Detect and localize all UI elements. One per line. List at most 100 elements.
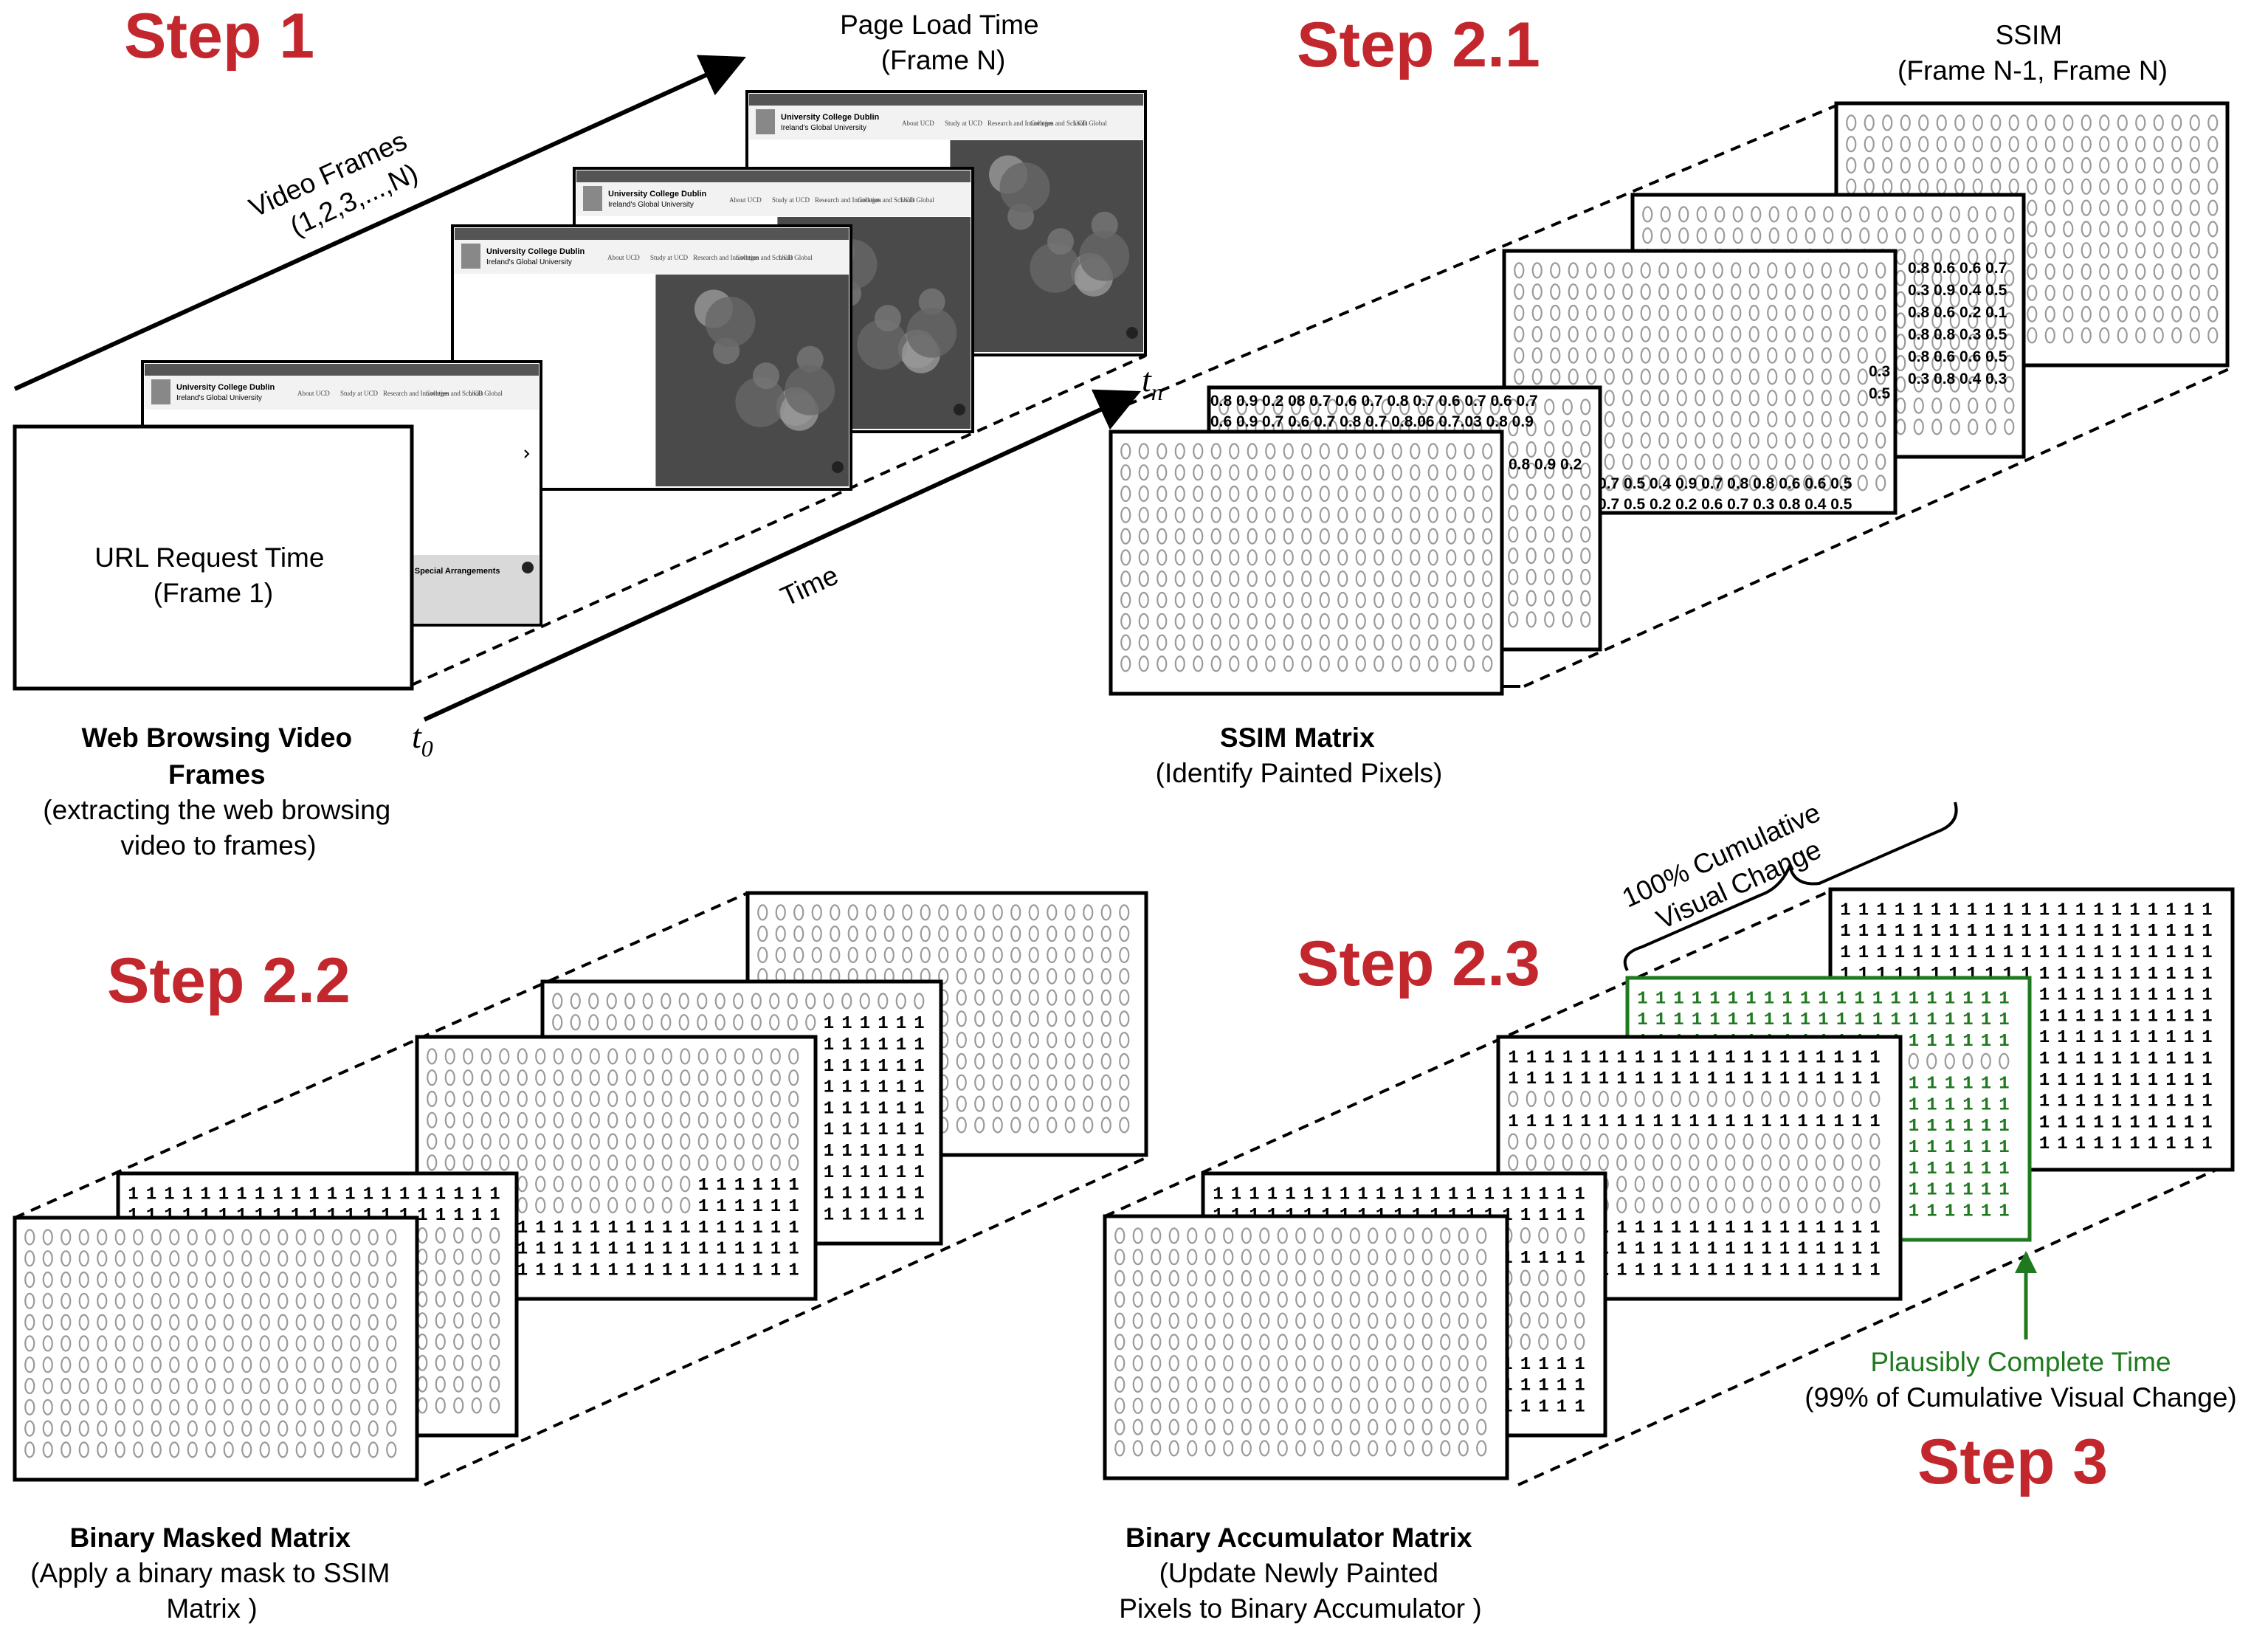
svg-text:1: 1 <box>1761 1261 1771 1280</box>
svg-text:1: 1 <box>1557 1397 1567 1417</box>
svg-text:1: 1 <box>1637 1010 1647 1030</box>
svg-text:1: 1 <box>1909 989 1919 1009</box>
svg-text:1: 1 <box>2184 986 2194 1006</box>
svg-text:1: 1 <box>1858 922 1869 942</box>
svg-text:1: 1 <box>1962 989 1973 1009</box>
svg-text:1: 1 <box>1876 943 1886 963</box>
svg-text:1: 1 <box>1779 1261 1790 1280</box>
svg-text:1: 1 <box>1999 1201 2009 1221</box>
svg-text:1: 1 <box>1743 1048 1754 1068</box>
svg-text:1: 1 <box>2148 965 2158 985</box>
svg-text:1: 1 <box>2184 1049 2194 1069</box>
svg-text:1: 1 <box>914 1057 924 1077</box>
svg-text:1: 1 <box>2184 1028 2194 1048</box>
video-frames-label: Video Frames (1,2,3,...,N) <box>244 122 432 254</box>
svg-text:1: 1 <box>1854 989 1864 1009</box>
svg-text:1: 1 <box>734 1176 745 1196</box>
cumulative-99-label: (99% of Cumulative Visual Change) <box>1805 1382 2236 1413</box>
svg-text:1: 1 <box>1945 1032 1955 1052</box>
svg-text:University College Dublin: University College Dublin <box>486 247 585 256</box>
svg-text:1: 1 <box>1728 1010 1738 1030</box>
svg-text:1: 1 <box>590 1218 600 1238</box>
svg-text:Study at UCD: Study at UCD <box>945 120 983 127</box>
svg-text:Colleges and Schools: Colleges and Schools <box>1030 120 1088 127</box>
svg-text:1: 1 <box>2093 965 2103 985</box>
svg-text:1: 1 <box>914 1163 924 1183</box>
svg-text:1: 1 <box>824 1035 834 1055</box>
ssim-value-row: 0.8 0.9 0.2 08 0.7 0.6 0.7 0.8 0.7 0.6 0… <box>1210 393 1538 410</box>
ssim-value-row: 0.5 <box>1869 385 1891 402</box>
svg-text:1: 1 <box>1671 1048 1681 1068</box>
svg-text:1: 1 <box>896 1142 906 1162</box>
svg-text:1: 1 <box>1797 1112 1807 1132</box>
svg-text:Ireland's Global University: Ireland's Global University <box>781 124 866 132</box>
svg-text:1: 1 <box>236 1185 247 1204</box>
svg-text:Research and Innovation: Research and Innovation <box>987 120 1054 127</box>
svg-text:1: 1 <box>2039 900 2050 920</box>
svg-text:1: 1 <box>680 1240 690 1260</box>
svg-text:1: 1 <box>1652 1218 1663 1238</box>
svg-text:1: 1 <box>2184 1134 2194 1154</box>
svg-text:1: 1 <box>1945 1095 1955 1115</box>
svg-text:1: 1 <box>1926 1095 1937 1115</box>
svg-text:1: 1 <box>1652 1240 1663 1260</box>
svg-text:1: 1 <box>1671 1218 1681 1238</box>
svg-text:1: 1 <box>1544 1048 1554 1068</box>
svg-text:1: 1 <box>1652 1048 1663 1068</box>
svg-text:1: 1 <box>1890 989 1900 1009</box>
svg-text:1: 1 <box>1816 1240 1826 1260</box>
svg-text:1: 1 <box>1818 989 1828 1009</box>
svg-text:1: 1 <box>1836 989 1847 1009</box>
svg-text:1: 1 <box>2093 922 2103 942</box>
svg-text:1: 1 <box>896 1099 906 1119</box>
svg-text:1: 1 <box>860 1078 870 1098</box>
url-request-frame <box>13 424 414 691</box>
svg-text:1: 1 <box>2003 943 2013 963</box>
svg-text:1: 1 <box>2148 1028 2158 1048</box>
svg-text:1: 1 <box>489 1206 500 1226</box>
svg-text:1: 1 <box>1574 1397 1585 1417</box>
svg-text:1: 1 <box>1725 1069 1735 1089</box>
svg-text:1: 1 <box>381 1185 391 1204</box>
svg-text:1: 1 <box>1707 1240 1717 1260</box>
svg-text:1: 1 <box>752 1176 762 1196</box>
svg-text:1: 1 <box>1538 1249 1548 1269</box>
svg-text:1: 1 <box>626 1240 636 1260</box>
svg-text:1: 1 <box>1909 1010 1919 1030</box>
svg-text:1: 1 <box>878 1014 888 1034</box>
svg-text:1: 1 <box>2129 900 2140 920</box>
svg-text:1: 1 <box>752 1261 762 1280</box>
svg-text:1: 1 <box>860 1014 870 1034</box>
svg-text:1: 1 <box>1981 1095 1991 1115</box>
svg-text:1: 1 <box>2165 1007 2176 1027</box>
svg-text:1: 1 <box>2075 965 2086 985</box>
svg-text:1: 1 <box>1876 922 1886 942</box>
svg-text:1: 1 <box>2148 900 2158 920</box>
svg-text:1: 1 <box>771 1176 781 1196</box>
svg-text:1: 1 <box>1725 1240 1735 1260</box>
svg-text:Study at UCD: Study at UCD <box>340 390 379 397</box>
time-label: Time <box>776 559 843 612</box>
svg-text:1: 1 <box>1948 900 1959 920</box>
svg-text:1: 1 <box>1538 1206 1548 1226</box>
svg-text:1: 1 <box>734 1240 745 1260</box>
svg-text:1: 1 <box>1945 1181 1955 1201</box>
svg-text:1: 1 <box>1779 1218 1790 1238</box>
svg-text:1: 1 <box>2202 943 2212 963</box>
svg-text:1: 1 <box>272 1185 283 1204</box>
svg-text:1: 1 <box>1981 1075 1991 1094</box>
frame-stack-edge-bottom <box>411 354 1146 686</box>
svg-text:1: 1 <box>1544 1112 1554 1132</box>
svg-text:1: 1 <box>771 1197 781 1217</box>
svg-text:1: 1 <box>2075 943 2086 963</box>
svg-text:1: 1 <box>824 1078 834 1098</box>
svg-text:1: 1 <box>1945 1117 1955 1137</box>
svg-text:1: 1 <box>878 1163 888 1183</box>
svg-text:1: 1 <box>2039 986 2050 1006</box>
svg-text:1: 1 <box>1852 1112 1862 1132</box>
ssim-value-row: 0.8 0.6 0.2 0.1 <box>1908 304 2007 321</box>
svg-text:1: 1 <box>734 1261 745 1280</box>
svg-text:1: 1 <box>327 1185 337 1204</box>
svg-text:1: 1 <box>453 1185 463 1204</box>
svg-text:1: 1 <box>2202 1007 2212 1027</box>
